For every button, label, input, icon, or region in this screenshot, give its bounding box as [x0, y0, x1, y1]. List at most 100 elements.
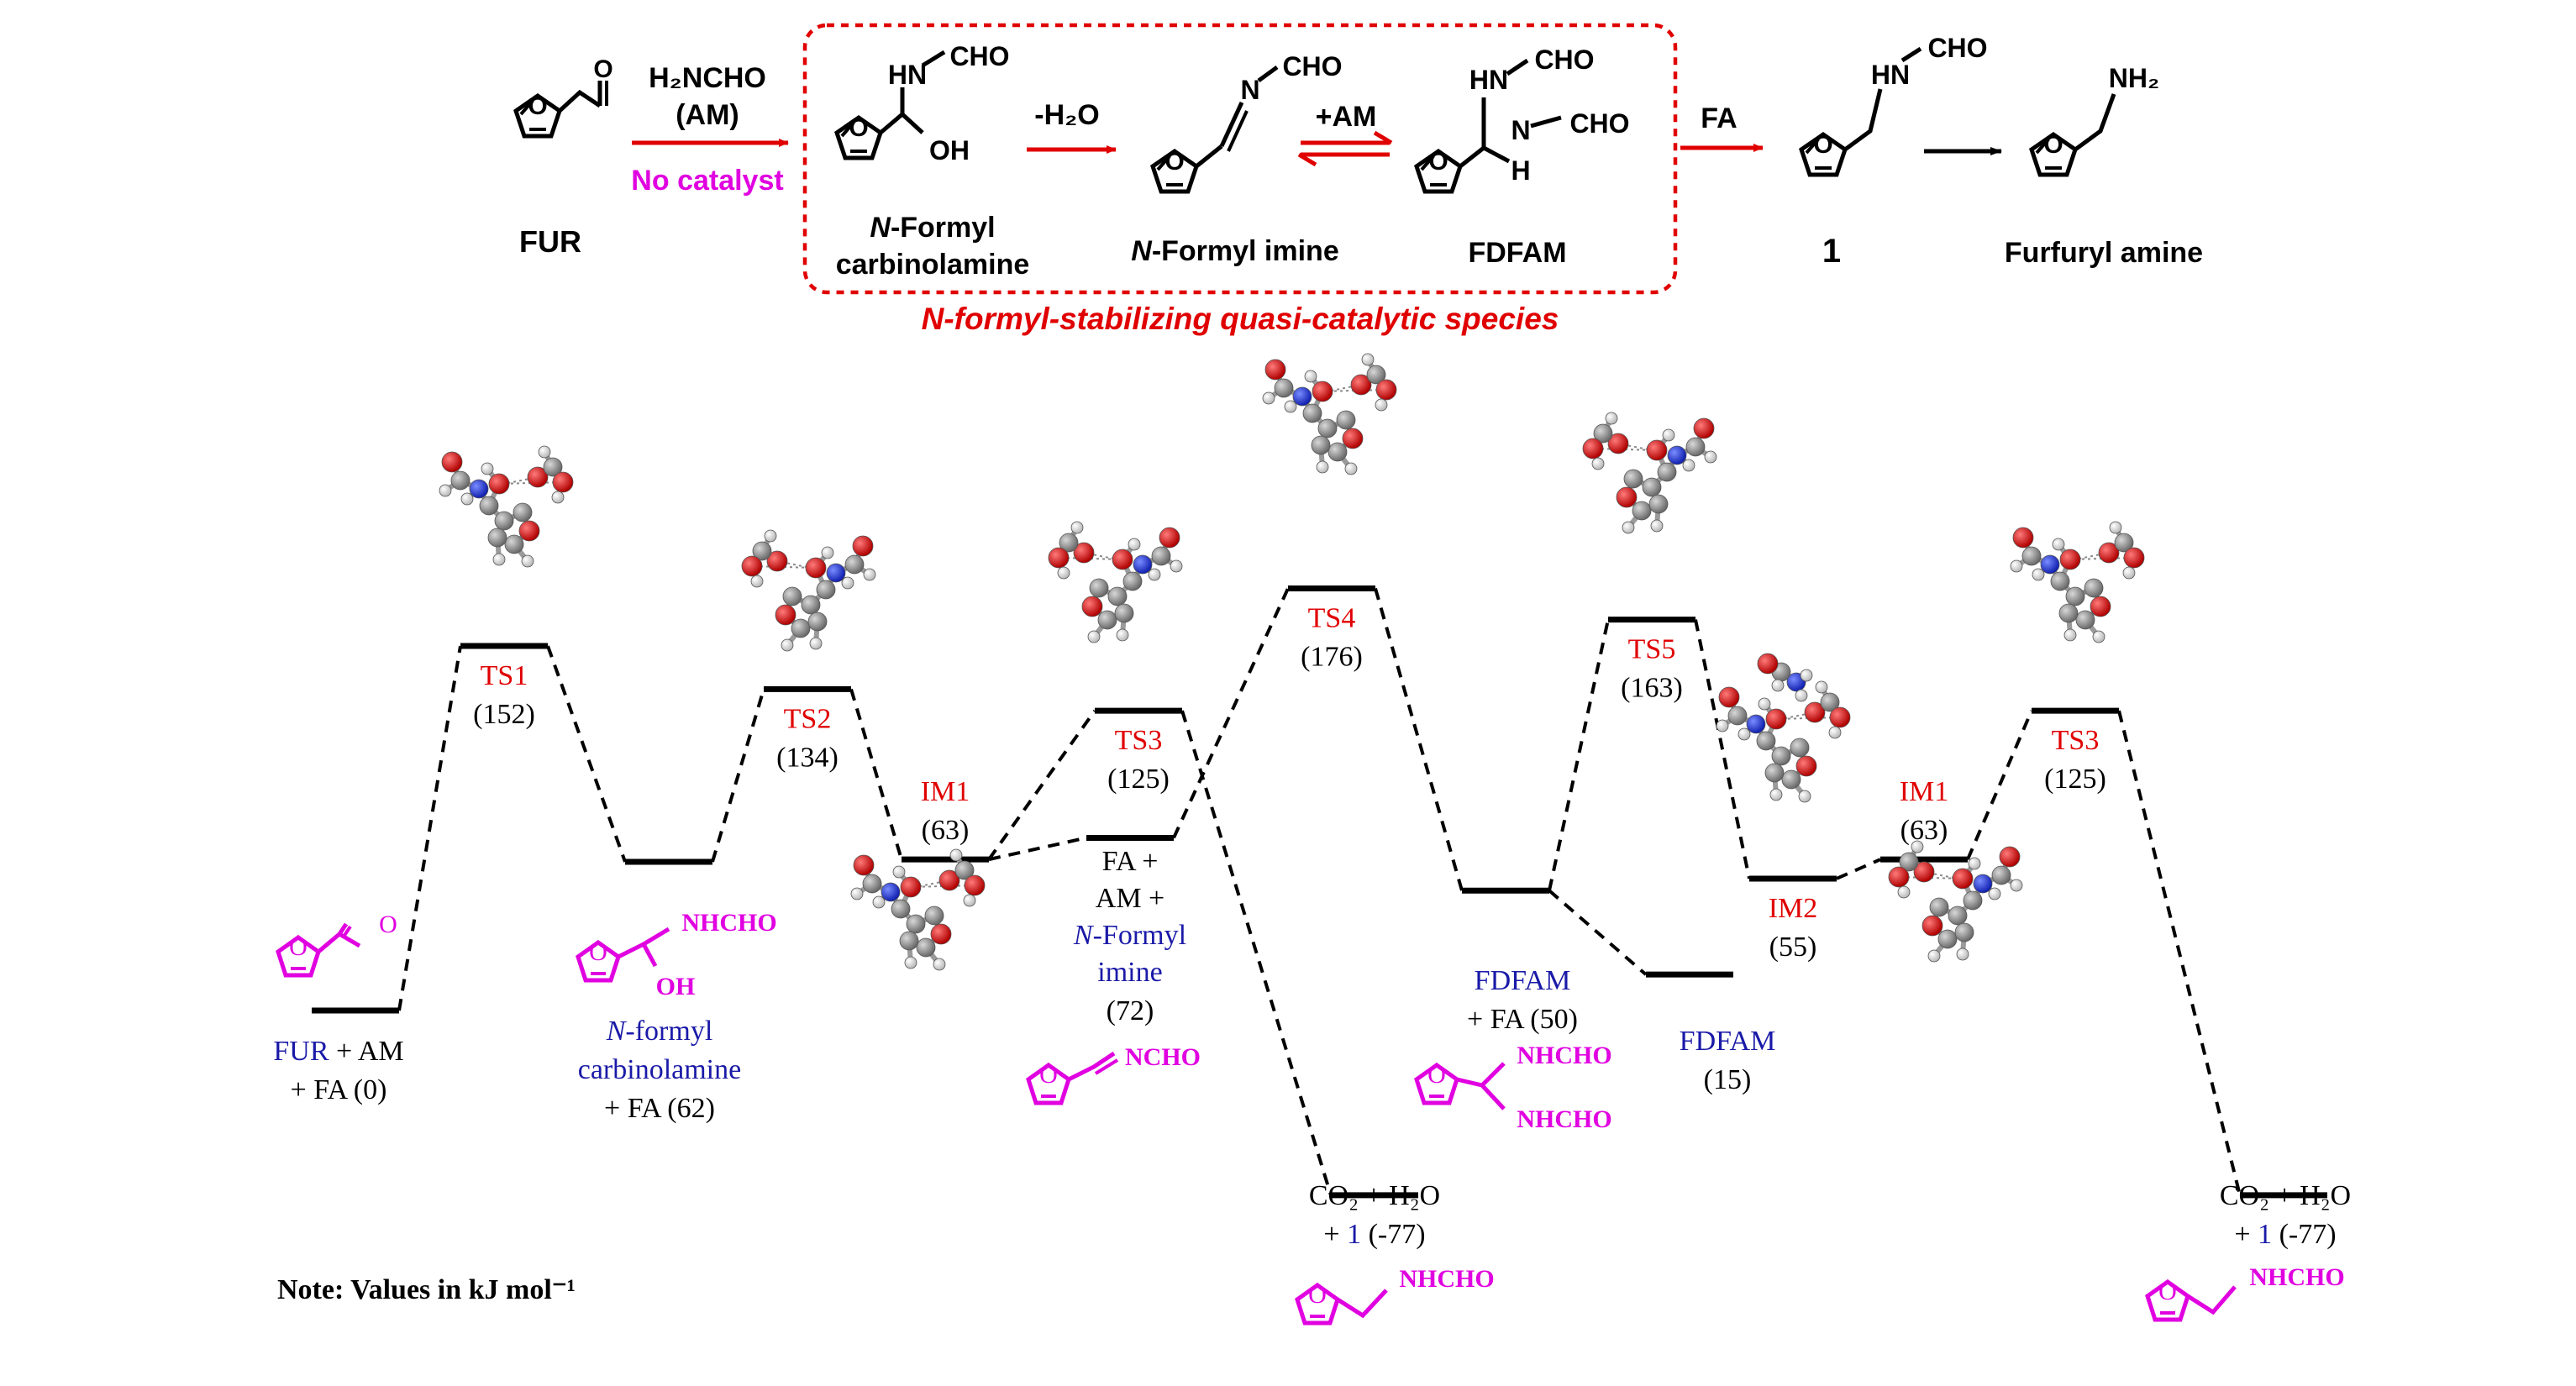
value-ts1: (152) — [473, 699, 535, 730]
atom-c — [791, 618, 811, 638]
atom-h — [1828, 726, 1842, 739]
atom-c — [2075, 610, 2095, 630]
atom-o — [2012, 527, 2034, 549]
atom-n — [1746, 714, 1766, 734]
atom-c — [1366, 365, 1386, 385]
atom-o — [1607, 433, 1629, 454]
fdfam-structure — [1414, 58, 1562, 194]
co2-caption-left-line1: CO₂ + H₂O — [1309, 1180, 1440, 1211]
mini-product-right — [2145, 1278, 2237, 1322]
connector-ts5-im2 — [1694, 619, 1751, 879]
imine-label: N-Formyl imine — [1131, 235, 1339, 267]
bond — [910, 885, 975, 888]
atom-c — [844, 554, 865, 575]
fdfam-hn: HN — [1469, 65, 1508, 95]
fdfam-caption-line2: (15) — [1704, 1064, 1752, 1095]
atom-h — [1170, 559, 1183, 573]
atom-c — [1937, 929, 1958, 949]
atom-c — [1771, 746, 1791, 766]
atom-c — [1648, 494, 1669, 514]
co2-caption-right-line1: CO₂ + H₂O — [2220, 1180, 2351, 1211]
atom-c — [1311, 435, 1331, 455]
imine-ring-o: O — [1164, 148, 1184, 176]
quasi-catalytic-box — [802, 23, 1678, 295]
atom-h — [1284, 400, 1297, 413]
atom-c — [487, 528, 507, 548]
atom-h — [1704, 450, 1717, 464]
molecule-ts2 — [741, 529, 876, 652]
co2-caption-right-line2: + 1 (-77) — [2234, 1219, 2336, 1250]
atom-o — [938, 869, 960, 891]
atom-c — [2021, 546, 2042, 566]
atom-h — [1316, 460, 1329, 474]
molecule-im1a — [850, 848, 986, 971]
atom-c — [1954, 922, 1974, 942]
imine-caption-line5: (72) — [1107, 995, 1154, 1026]
atom-o — [1829, 706, 1851, 728]
atom-h — [1662, 428, 1675, 442]
carbinolamine-label-1: N-Formyl — [870, 212, 995, 244]
carbinolamine-oh: OH — [929, 135, 970, 165]
product-1-cho: CHO — [1927, 33, 1987, 63]
value-ts2: (134) — [776, 742, 839, 773]
atom-o — [1757, 653, 1779, 675]
atom-c — [899, 931, 919, 951]
mini-fdfam — [1414, 1062, 1506, 1110]
mini-imine — [1026, 1051, 1119, 1105]
value-im1a: (63) — [922, 815, 970, 846]
molecule-ts5 — [1582, 412, 1717, 534]
atom-h — [963, 894, 976, 907]
atom-h — [1897, 885, 1911, 899]
fdfam-fa-caption: FDFAM + FA (50) — [1467, 965, 1578, 1035]
carbinolamine-hn: HN — [888, 60, 927, 90]
atom-c — [494, 511, 514, 531]
mini-carbinolamine-oh: OH — [656, 973, 696, 1000]
connector-ts3b-co2b — [2117, 710, 2242, 1196]
connector-fur-ts1 — [397, 645, 462, 1011]
atom-h — [872, 895, 886, 909]
molecule-renderings — [439, 353, 2145, 971]
atom-c — [891, 899, 911, 919]
connector-fdfamfa-fdfam — [1548, 889, 1648, 976]
imine-caption: FA + AM + N-Formyl imine (72) — [1073, 846, 1186, 1026]
atom-o — [527, 466, 549, 488]
atom-h — [781, 638, 794, 652]
mini-carbinolamine — [576, 927, 670, 983]
atom-c — [1623, 469, 1643, 489]
connector-im1a-ts3a — [987, 709, 1096, 861]
fdfam-label: FDFAM — [1468, 237, 1566, 269]
atom-h — [460, 492, 474, 506]
atom-c — [1317, 418, 1338, 438]
imine-caption-line1: FA + — [1102, 846, 1159, 877]
fdfam-fa-caption-line2: + FA (50) — [1467, 1004, 1578, 1035]
atom-c — [1114, 603, 1134, 623]
molecule-ts3a — [1048, 521, 1183, 643]
atom-h — [821, 546, 834, 559]
atom-c — [801, 595, 821, 615]
imine-caption-line4: imine — [1097, 957, 1162, 988]
atom-h — [1716, 719, 1729, 732]
atom-c — [1948, 906, 1968, 926]
atom-c — [479, 496, 499, 516]
fdfam-cho-bottom: CHO — [1569, 108, 1629, 139]
bond — [1322, 389, 1387, 392]
atom-c — [1991, 865, 2011, 885]
atom-h — [841, 576, 854, 590]
atom-h — [1758, 697, 1771, 711]
atom-h — [863, 568, 876, 581]
atom-c — [906, 914, 926, 934]
atom-n — [469, 479, 489, 499]
value-im1b: (63) — [1900, 815, 1948, 846]
atom-h — [764, 529, 777, 543]
furfuryl-amine-label: Furfuryl amine — [2005, 237, 2203, 269]
mini-product-left-o: O — [1308, 1281, 1327, 1309]
molecule-ts4 — [1262, 353, 1397, 475]
atom-h — [904, 956, 917, 969]
atom-h — [2032, 568, 2045, 581]
atom-h — [1968, 857, 1981, 870]
atom-h — [1650, 519, 1664, 533]
atom-c — [1107, 586, 1128, 606]
atom-h — [1988, 887, 2001, 900]
atom-h — [538, 445, 551, 459]
